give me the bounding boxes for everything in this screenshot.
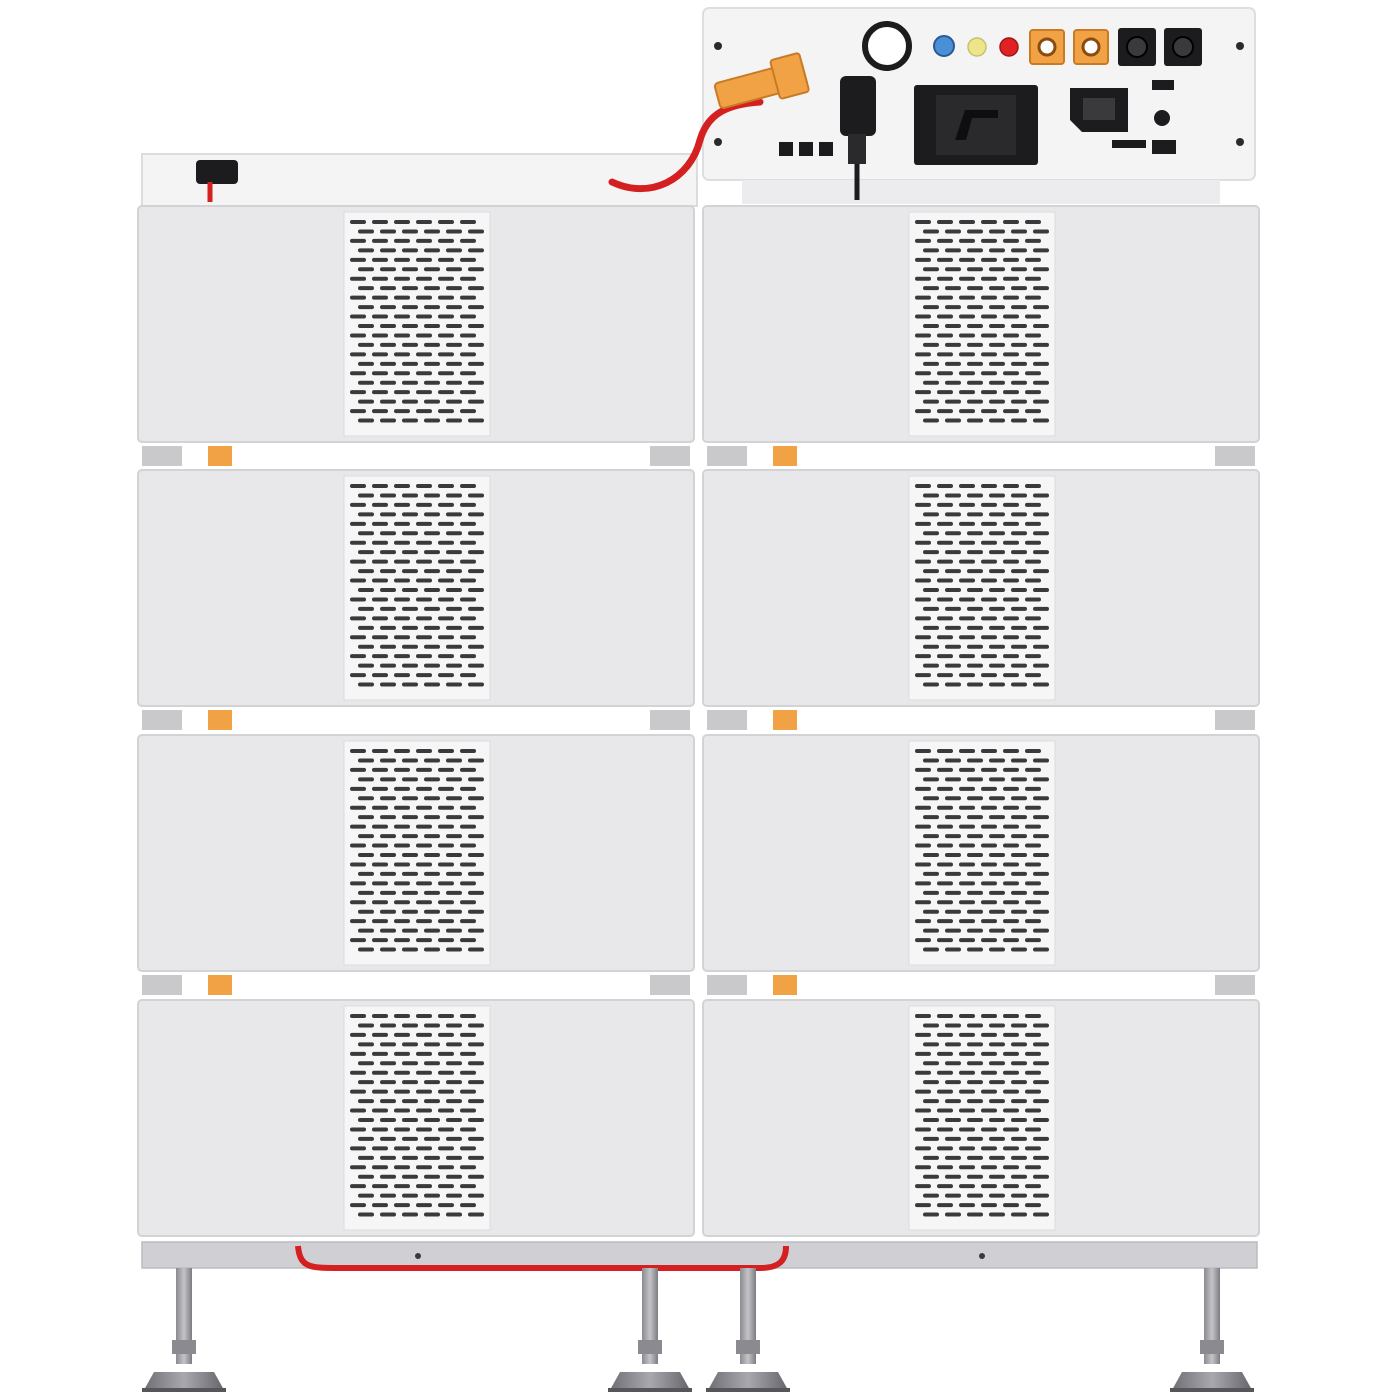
module-spacer <box>707 710 1255 730</box>
battery-module <box>137 469 695 707</box>
module-spacer <box>142 975 690 995</box>
screw-icon <box>1236 138 1244 146</box>
leveling-leg <box>1170 1268 1254 1392</box>
vent-grille <box>350 1014 484 1217</box>
base-rail <box>141 1241 1258 1271</box>
leveling-leg <box>608 1268 692 1392</box>
module-spacer <box>142 446 690 466</box>
control-panel <box>702 7 1256 204</box>
power-ring-icon[interactable] <box>862 21 912 71</box>
interconnect-cable-top <box>608 52 810 193</box>
vent-grille <box>915 220 1049 423</box>
vent-grille <box>350 749 484 952</box>
orange-link-connector <box>773 446 797 466</box>
battery-module <box>702 205 1260 443</box>
knob-icon[interactable] <box>1154 110 1170 126</box>
leveling-leg <box>706 1268 790 1392</box>
leveling-leg <box>142 1268 226 1392</box>
power-plug-icon[interactable] <box>1070 88 1128 132</box>
vent-grille <box>915 484 1049 687</box>
screw-icon <box>714 138 722 146</box>
module-spacer <box>142 710 690 730</box>
status-led-blue <box>933 35 955 57</box>
battery-module-stacks <box>137 205 1260 1237</box>
small-port[interactable] <box>1152 140 1176 154</box>
left-top-bracket <box>141 153 698 207</box>
small-port[interactable] <box>819 142 833 156</box>
small-port[interactable] <box>799 142 813 156</box>
battery-module <box>137 999 695 1237</box>
small-port[interactable] <box>1152 80 1174 90</box>
terminal-connector-icon[interactable] <box>1073 29 1109 65</box>
small-port[interactable] <box>779 142 793 156</box>
battery-module <box>137 734 695 972</box>
terminal-connector-icon[interactable] <box>1029 29 1065 65</box>
vent-grille <box>915 1014 1049 1217</box>
leveling-legs <box>142 1268 1254 1392</box>
terminal-connector-icon[interactable] <box>1164 28 1202 66</box>
orange-link-connector <box>208 975 232 995</box>
battery-module <box>702 469 1260 707</box>
status-led-red <box>999 37 1019 57</box>
screw-icon <box>1236 42 1244 50</box>
terminal-connector-icon[interactable] <box>1118 28 1156 66</box>
vent-grille <box>350 220 484 423</box>
module-spacer <box>707 446 1255 466</box>
vent-grille <box>915 749 1049 952</box>
orange-link-connector <box>208 446 232 466</box>
status-led-yellow <box>967 37 987 57</box>
battery-module <box>702 999 1260 1237</box>
small-port[interactable] <box>1112 140 1146 148</box>
screw-icon <box>714 42 722 50</box>
orange-link-connector <box>773 975 797 995</box>
module-spacer <box>707 975 1255 995</box>
battery-module <box>137 205 695 443</box>
power-plug-icon <box>840 76 876 200</box>
battery-module <box>702 734 1260 972</box>
orange-link-connector <box>773 710 797 730</box>
breaker-switch[interactable] <box>914 85 1038 165</box>
orange-link-connector <box>208 710 232 730</box>
vent-grille <box>350 484 484 687</box>
